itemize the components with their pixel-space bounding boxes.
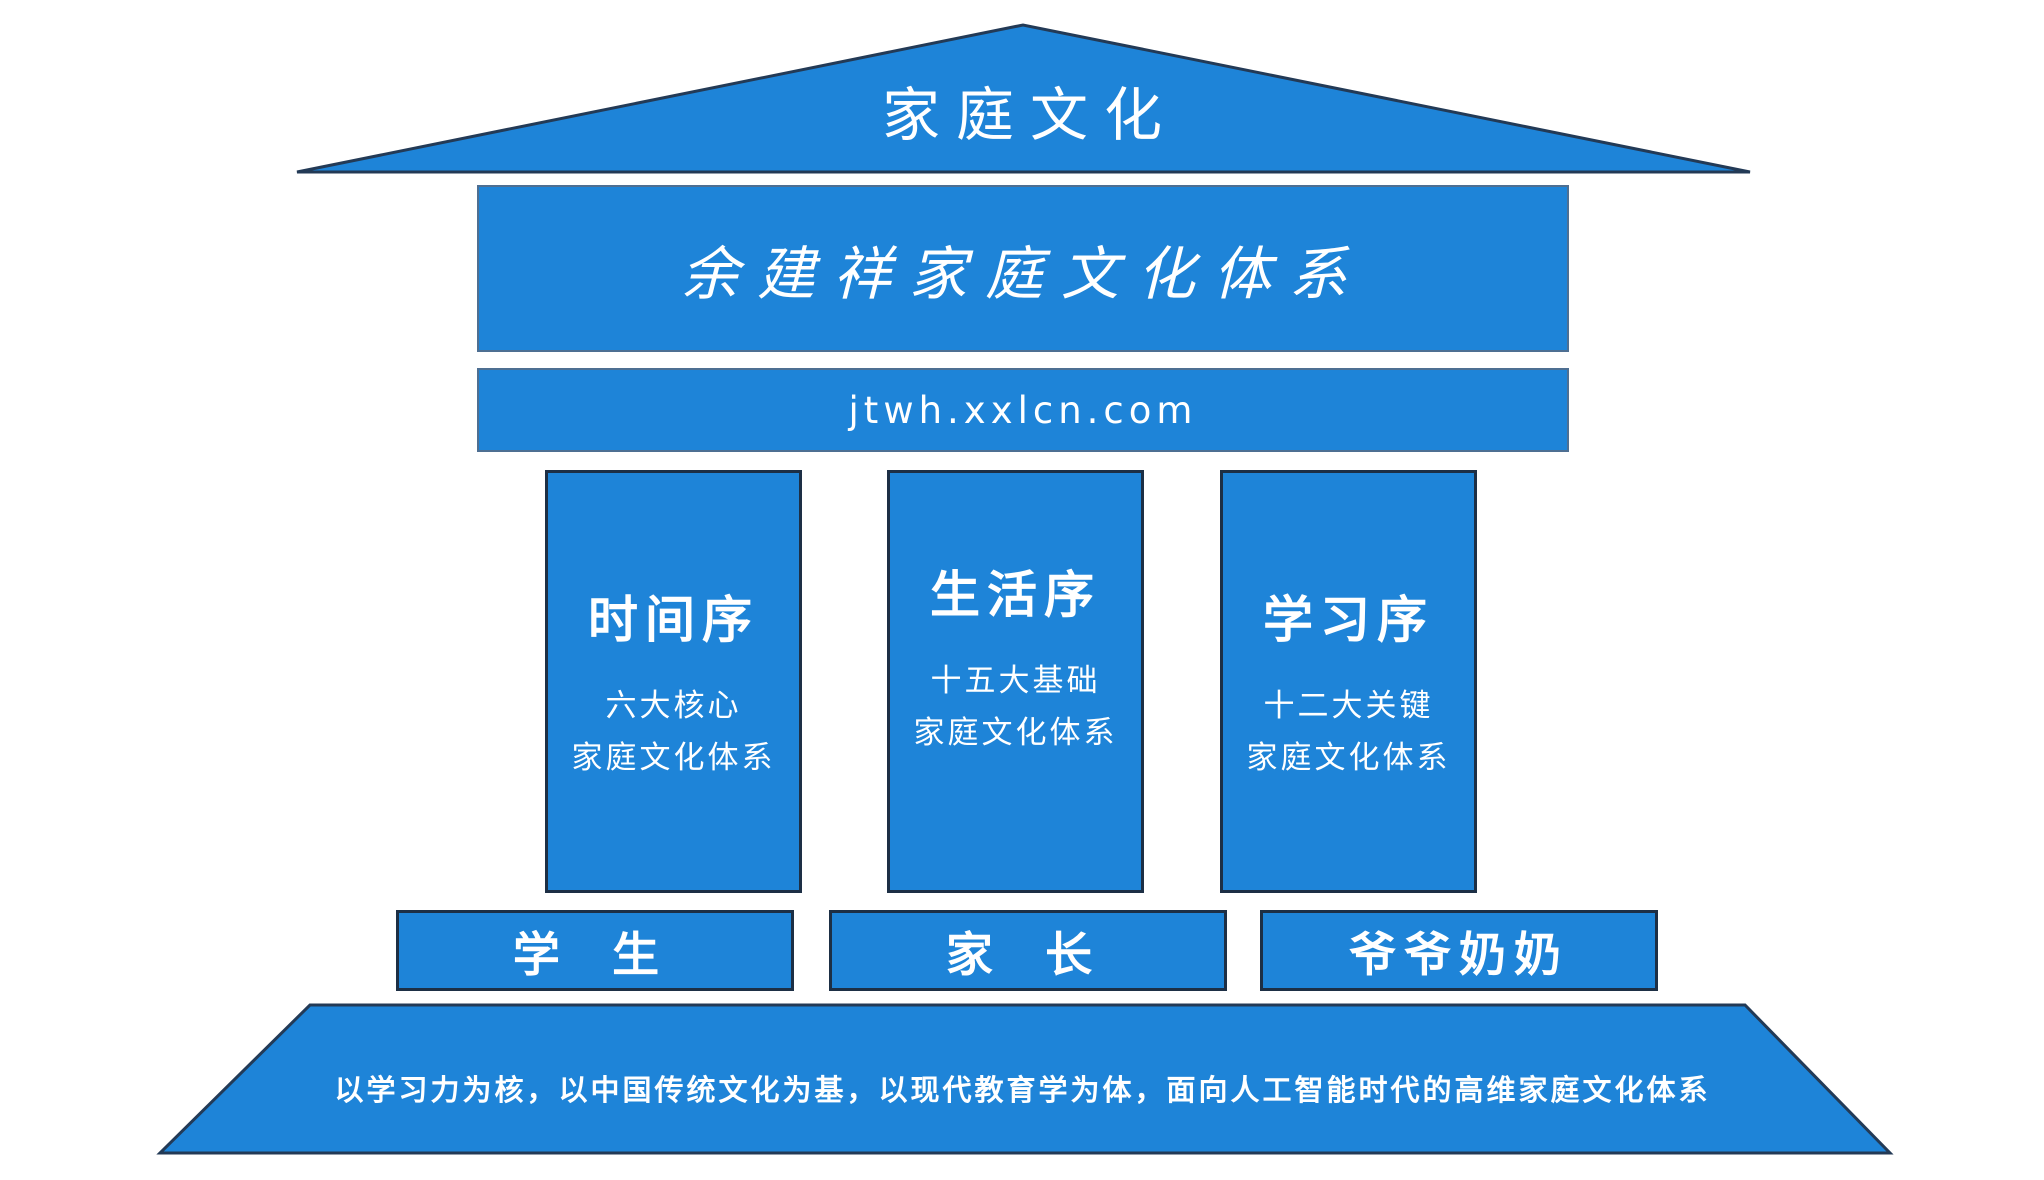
pillar-learning-order: 学习序 十二大关键 家庭文化体系 [1220,470,1477,893]
pillar-title: 生活序 [930,564,1101,624]
pillar-subtitle-line: 十五大基础 [930,662,1101,699]
pillar-title: 时间序 [588,589,759,649]
role-parent: 家 长 [829,910,1227,991]
roof-shape [296,23,1751,174]
pillar-subtitle-line: 家庭文化体系 [571,739,776,776]
pillar-subtitle-line: 家庭文化体系 [913,714,1118,751]
role-grandparents: 爷爷奶奶 [1260,910,1658,991]
pillar-subtitle-line: 十二大关键 [1263,687,1434,724]
website-url: jtwh.xxlcn.com [477,368,1569,452]
pillar-subtitle-line: 家庭文化体系 [1246,739,1451,776]
pillar-subtitle-line: 六大核心 [605,687,742,724]
foundation-text: 以学习力为核，以中国传统文化为基，以现代教育学为体，面向人工智能时代的高维家庭文… [334,1073,1711,1107]
roof-title: 家庭文化 [881,81,1178,149]
role-student: 学 生 [396,910,794,991]
pillar-time-order: 时间序 六大核心 家庭文化体系 [545,470,802,893]
system-title: 余建祥家庭文化体系 [477,185,1569,352]
pillar-title: 学习序 [1263,589,1434,649]
pillar-life-order: 生活序 十五大基础 家庭文化体系 [887,470,1144,893]
